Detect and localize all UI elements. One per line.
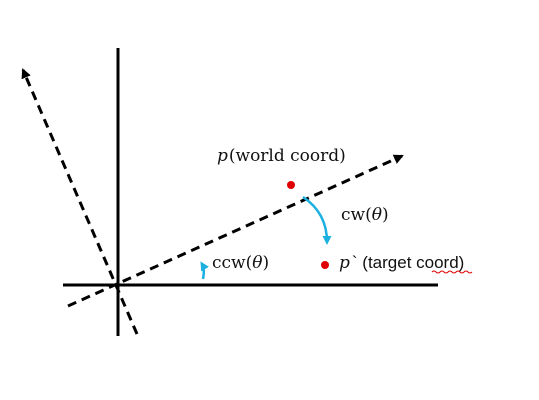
cw-rotation-arrow — [302, 195, 332, 245]
ccw-label: ccw(θ) — [212, 253, 269, 273]
target-point — [321, 261, 329, 269]
world-point-label: p(world coord) — [217, 146, 346, 166]
rotated-y-axis — [21, 68, 139, 335]
cw-label: cw(θ) — [341, 205, 389, 225]
ccw-rotation-arrow — [200, 261, 209, 280]
world-point — [287, 181, 295, 189]
rotated-x-axis — [67, 154, 404, 308]
spell-check-underline — [431, 270, 473, 274]
target-point-label: p` (target coord) — [339, 253, 464, 273]
